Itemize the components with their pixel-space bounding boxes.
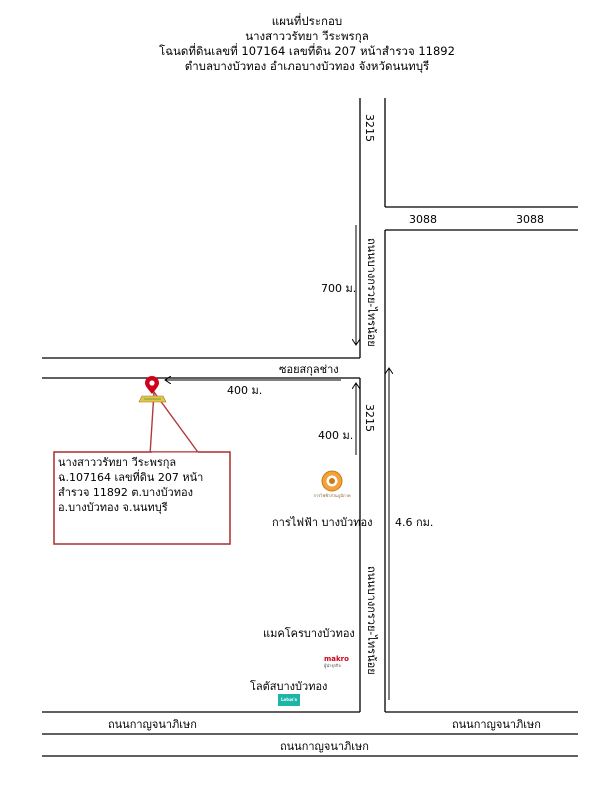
callout-line-1: นางสาววรัทยา วีระพรกุล [58, 456, 177, 469]
title-line-2: นางสาววรัทยา วีระพรกุล [245, 29, 369, 43]
distance-700m: 700 ม. [321, 282, 357, 295]
distance-400m-up: 400 ม. [318, 429, 354, 442]
callout-box [53, 451, 231, 545]
landmark-makro-label: แมคโครบางบัวทอง [263, 627, 355, 640]
callout-line-4: อ.บางบัวทอง จ.นนทบุรี [58, 501, 168, 514]
road-kanchana-bottom-label: ถนนกาญจนาภิเษก [280, 740, 369, 753]
route-3088-right-label: 3088 [516, 213, 544, 226]
map-title: แผนที่ประกอบ นางสาววรัทยา วีระพรกุล โฉนด… [0, 14, 614, 74]
title-line-4: ตำบลบางบัวทอง อำเภอบางบัวทอง จังหวัดนนทบ… [184, 59, 430, 73]
route-3088-left-label: 3088 [409, 213, 437, 226]
callout-line-3: สำรวจ 11892 ต.บางบัวทอง [58, 486, 193, 499]
soi-sakulchang-label: ซอยสกุลช่าง [279, 363, 339, 376]
road-kanchana-left-label: ถนนกาญจนาภิเษก [108, 718, 197, 731]
road-kanchana-right-label: ถนนกาญจนาภิเษก [452, 718, 541, 731]
lotus-logo-icon: Lotus's [278, 694, 300, 706]
landmark-pea-label: การไฟฟ้า บางบัวทอง [272, 516, 373, 529]
parcel-callout: นางสาววรัทยา วีระพรกุล ฉ.107164 เลขที่ดิ… [58, 455, 220, 515]
makro-logo-icon: makro ผู้นำธุรกิจ [324, 655, 352, 669]
makro-logo-sub: ผู้นำธุรกิจ [324, 663, 341, 668]
road-bangkruai-top-label: ถนนบางกรวย-ไทรน้อย [365, 238, 378, 347]
distance-46km: 4.6 กม. [395, 516, 434, 529]
route-3215-mid-label: 3215 [363, 404, 376, 432]
route-3215-top-label: 3215 [363, 114, 376, 142]
pea-logo-icon: การไฟฟ้าส่วนภูมิภาค [314, 469, 351, 503]
location-pin-icon [145, 376, 159, 394]
title-line-1: แผนที่ประกอบ [271, 14, 343, 28]
distance-400m-left: 400 ม. [227, 384, 263, 397]
pea-logo-text: การไฟฟ้าส่วนภูมิภาค [313, 493, 351, 498]
title-line-3: โฉนดที่ดินเลขที่ 107164 เลขที่ดิน 207 หน… [159, 44, 455, 58]
makro-logo-text: makro [324, 655, 349, 663]
road-bangkruai-bottom-label: ถนนบางกรวย-ไทรน้อย [365, 566, 378, 675]
landmark-lotus-label: โลตัสบางบัวทอง [250, 680, 328, 693]
callout-line-2: ฉ.107164 เลขที่ดิน 207 หน้า [58, 471, 204, 484]
